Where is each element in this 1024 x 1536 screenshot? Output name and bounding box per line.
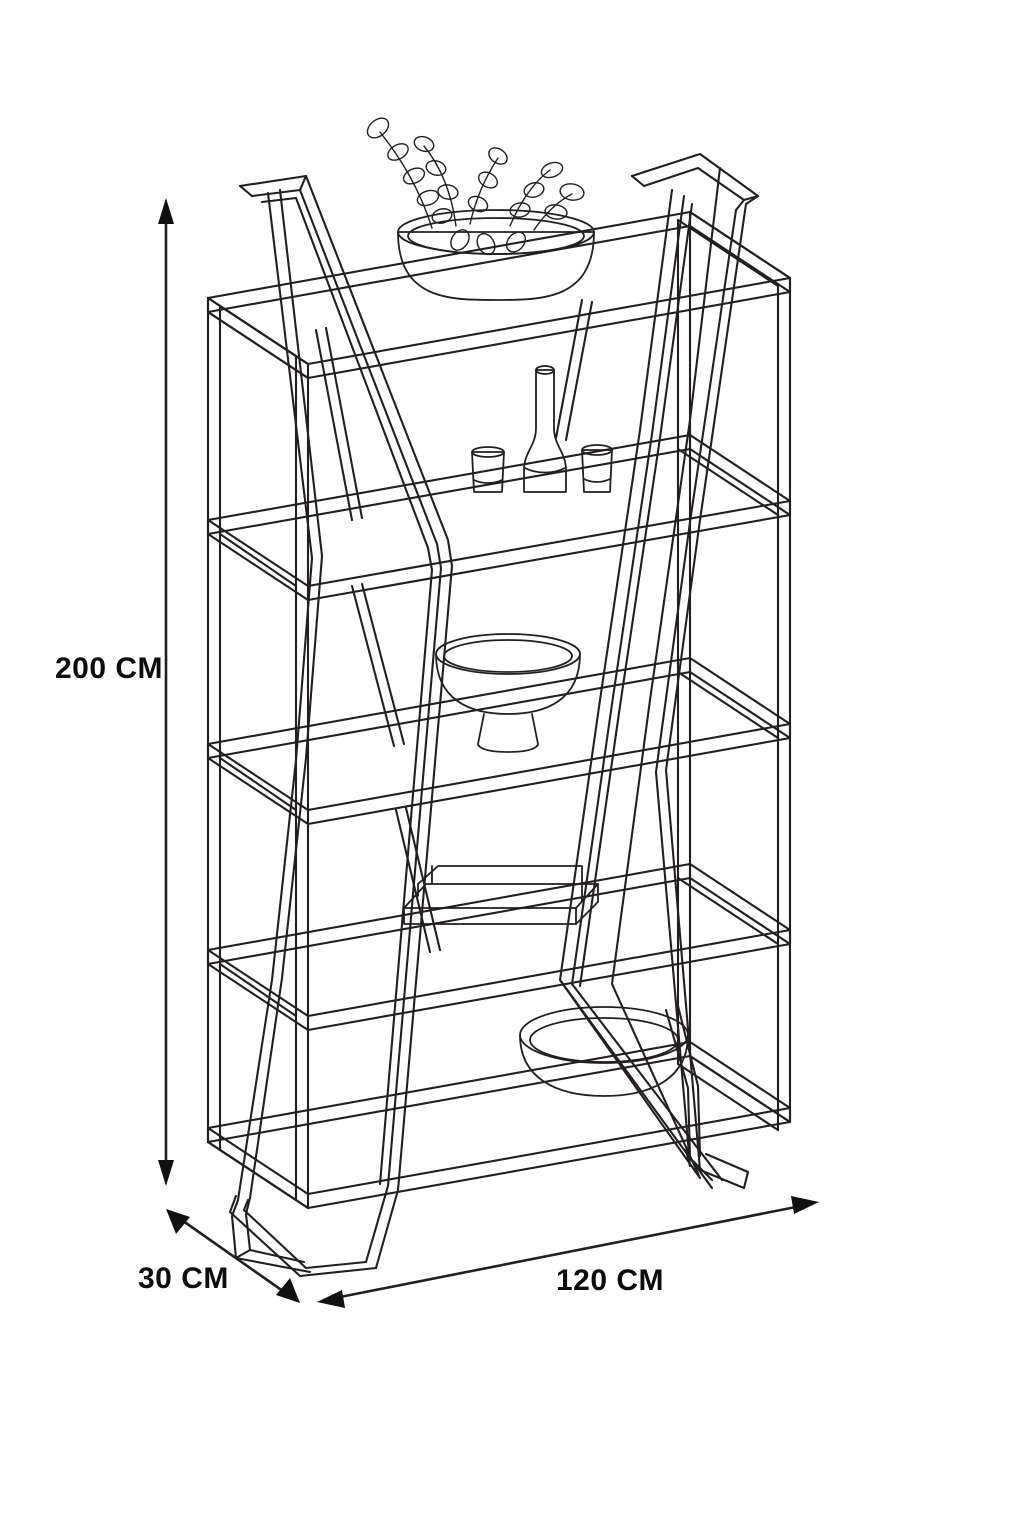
ladder-legs <box>228 152 760 1278</box>
dimension-label-width: 120 CM <box>556 1264 665 1297</box>
leg-left-ladder <box>228 174 454 1278</box>
dimension-label-height: 200 CM <box>55 652 164 685</box>
leg-right-ladder-rear <box>558 188 724 1190</box>
decor-shallow-bowl <box>519 1006 689 1097</box>
decor-tall-vase <box>523 365 567 493</box>
post-front-left <box>206 296 222 1152</box>
dimension-line-depth <box>166 1209 300 1303</box>
decor-plant-bowl <box>397 209 595 301</box>
shelf-frame <box>206 210 792 1210</box>
rear-slant-rails <box>314 298 594 954</box>
decor-footed-bowl <box>435 633 581 753</box>
dimension-line-height <box>158 198 174 1186</box>
decor-cup-right <box>581 444 613 493</box>
dimension-line-width <box>317 1196 819 1308</box>
decor-plant-sprigs <box>366 117 585 256</box>
dimension-label-depth: 30 CM <box>138 1262 229 1295</box>
post-back-right <box>776 276 792 1132</box>
foot-right-rear <box>558 978 702 1180</box>
leg-left-ladder-rear <box>236 188 324 1202</box>
decor-cup-left <box>471 446 505 493</box>
leg-diagonal-right <box>610 166 722 1180</box>
foot-left <box>230 1196 312 1274</box>
post-back-left <box>294 354 310 1210</box>
decor-book-stack <box>403 865 599 925</box>
